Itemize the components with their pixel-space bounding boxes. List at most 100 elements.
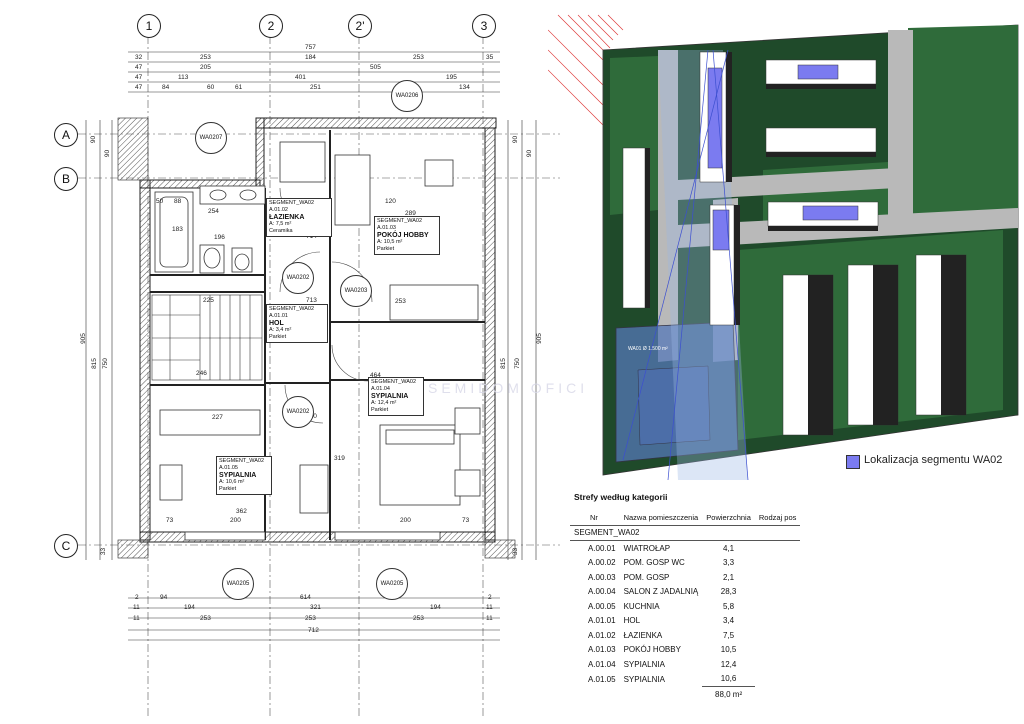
dim-left: 33: [100, 547, 108, 556]
row-name: SYPIALNIA: [623, 674, 665, 684]
axis-column-2: 2: [259, 14, 283, 38]
dim-top-r4: 61: [235, 84, 243, 91]
dim-top-r3: 47: [135, 74, 143, 81]
section-tag: WA0203: [340, 275, 372, 307]
dim-left: 815: [90, 358, 98, 369]
dim-interior: 246: [196, 370, 207, 377]
dim-bottom-r2: 321: [310, 604, 321, 611]
room-area: A: 3,4 m²: [269, 327, 292, 333]
zones-group-row: SEGMENT_WA02: [570, 525, 801, 541]
floor-plan-drawing: [78, 36, 560, 716]
section-tag: WA0206: [391, 80, 423, 112]
dim-interior: 362: [236, 508, 247, 515]
table-row: A.01.05 SYPIALNIA 10,6: [570, 672, 800, 687]
room-label-pokoj-hobby: SEGMENT_WA02 A.01.03 POKÓJ HOBBY A: 10,5…: [374, 216, 440, 255]
room-name: SYPIALNIA: [371, 393, 409, 400]
dim-bottom-r1: 2: [135, 594, 139, 601]
dim-right: 90: [512, 135, 520, 144]
row-area: 12,4: [720, 659, 737, 669]
dim-top-r4: 47: [135, 84, 143, 91]
dim-left: 90: [90, 135, 98, 144]
dim-bottom-r1: 614: [300, 594, 311, 601]
row-nr: A.01.05: [588, 674, 616, 684]
dim-bottom-r2: 11: [486, 604, 493, 611]
room-code: A.01.02: [269, 207, 288, 213]
zones-group: SEGMENT_WA02: [570, 525, 801, 541]
room-finish: Parkiet: [371, 407, 389, 413]
zones-header: Nr: [570, 510, 620, 526]
legend-label: Lokalizacja segmentu WA02: [864, 454, 1003, 466]
row-name: ŁAZIENKA: [623, 630, 663, 640]
dim-top-r2: 505: [370, 64, 381, 71]
room-name: HOL: [269, 320, 284, 327]
zones-total-row: 88,0 m²: [570, 686, 800, 702]
dim-top-r1: 32: [135, 54, 143, 61]
room-segment: SEGMENT_WA02: [269, 306, 315, 312]
room-label-sypialnia-2: SEGMENT_WA02 A.01.05 SYPIALNIA A: 10,6 m…: [216, 456, 272, 495]
dim-top-r4: 60: [207, 84, 215, 91]
section-tag: WA0207: [195, 122, 227, 154]
dim-right: 750: [513, 358, 521, 369]
dim-top-r1: 184: [305, 54, 316, 61]
dim-left: 750: [101, 358, 109, 369]
row-area: 3,3: [723, 558, 735, 568]
room-area: A: 12,4 m²: [371, 400, 397, 406]
room-segment: SEGMENT_WA02: [219, 458, 265, 464]
row-area: 2,1: [723, 572, 735, 582]
row-name: POKÓJ HOBBY: [623, 645, 681, 655]
dim-bottom-r3: 11: [133, 615, 140, 622]
site-plan: WA01 Ø 1.500 m² SEMIDOM OFICI: [428, 10, 1024, 480]
dim-right: 905: [535, 333, 543, 344]
zones-header: Powierzchnia: [702, 510, 755, 526]
row-area: 3,4: [723, 616, 735, 626]
dim-bottom-r2: 11: [133, 604, 140, 611]
row-name: POM. GOSP: [623, 572, 670, 582]
room-area: A: 10,5 m²: [377, 239, 403, 245]
dim-top-r4: 84: [162, 84, 170, 91]
zones-total: 88,0 m²: [702, 686, 755, 702]
room-name: ŁAZIENKA: [269, 214, 305, 221]
axis-column-2-prime: 2': [348, 14, 372, 38]
dim-interior: 253: [395, 298, 406, 305]
dim-left: 905: [79, 333, 87, 344]
row-nr: A.00.01: [588, 543, 616, 553]
dim-top-r2: 47: [135, 64, 143, 71]
dim-bottom-r1: 2: [488, 594, 492, 601]
axis-column-1: 1: [137, 14, 161, 38]
room-code: A.01.05: [219, 465, 238, 471]
row-area: 10,5: [720, 645, 737, 655]
row-name: KUCHNIA: [623, 601, 660, 611]
room-label-lazienka: SEGMENT_WA02 A.01.02 ŁAZIENKA A: 7,5 m² …: [266, 198, 332, 237]
row-name: SALON Z JADALNIĄ: [623, 587, 699, 597]
dim-interior: 183: [172, 226, 183, 233]
dim-interior: 713: [306, 297, 317, 304]
site-plan-drawing: [548, 14, 1019, 480]
dim-bottom-r3: 253: [413, 615, 424, 622]
dim-interior: 200: [400, 517, 411, 524]
dim-interior: 73: [166, 517, 174, 524]
section-tag: WA0205: [376, 568, 408, 600]
dim-interior: 88: [174, 198, 182, 205]
zones-header: Rodzaj pos: [754, 510, 801, 526]
dim-right: 815: [499, 358, 507, 369]
row-area: 10,6: [720, 674, 737, 684]
dim-right: 90: [526, 149, 534, 158]
table-row: A.01.03 POKÓJ HOBBY 10,5: [570, 643, 800, 658]
zones-header: Nazwa pomieszczenia: [619, 510, 703, 526]
dim-top-r4: 134: [459, 84, 470, 91]
row-nr: A.01.03: [588, 645, 616, 655]
row-nr: A.01.04: [588, 659, 616, 669]
room-segment: SEGMENT_WA02: [371, 379, 417, 385]
dim-bottom-r3: 253: [200, 615, 211, 622]
dim-top-r4: 251: [310, 84, 321, 91]
room-segment: SEGMENT_WA02: [269, 200, 315, 206]
watermark: SEMIDOM OFICI: [428, 380, 589, 396]
room-name: SYPIALNIA: [219, 472, 257, 479]
row-name: POM. GOSP WC: [623, 558, 685, 568]
